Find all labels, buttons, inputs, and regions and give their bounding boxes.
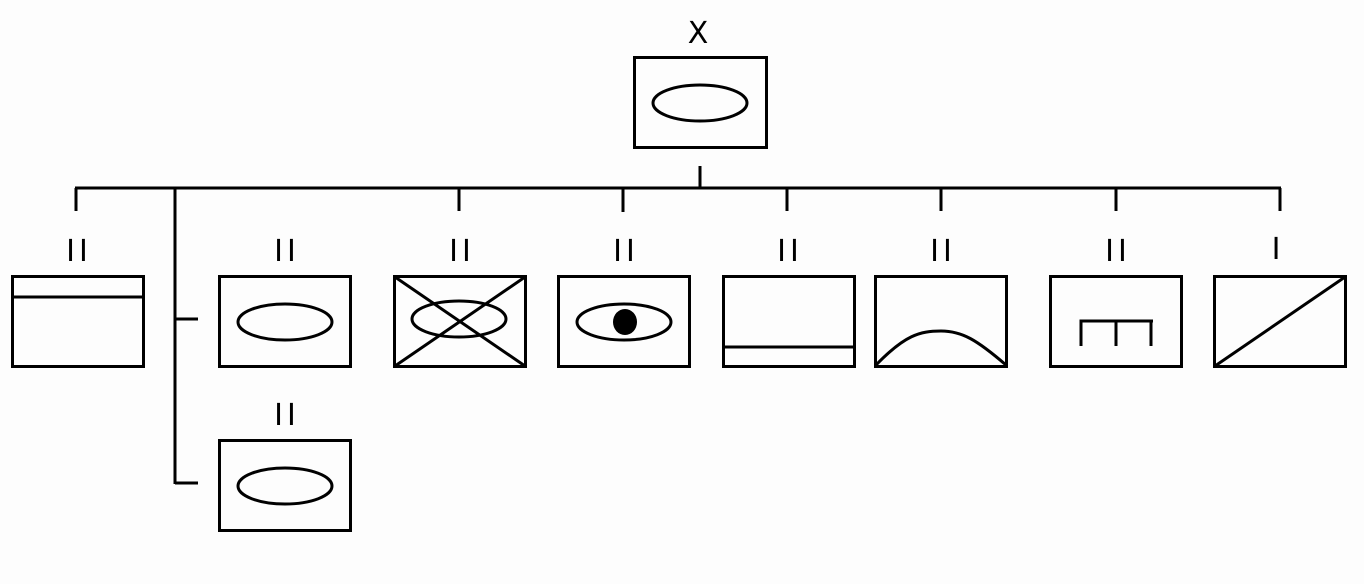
armored-surveillance-unit-symbol[interactable] <box>557 275 691 368</box>
armor-oval-icon <box>236 302 334 342</box>
echelon-label: II <box>274 398 300 433</box>
armored-infantry-x-unit-symbol[interactable] <box>393 275 527 368</box>
parent-unit-symbol[interactable] <box>633 56 768 149</box>
echelon-label: I <box>1272 232 1285 267</box>
arc-icon <box>874 329 1007 367</box>
echelon-label: II <box>1105 234 1131 269</box>
support-unit-symbol[interactable] <box>722 275 856 368</box>
headquarters-unit-symbol[interactable] <box>11 275 145 368</box>
engineer-unit-symbol[interactable] <box>1049 275 1183 368</box>
armor-oval-icon <box>651 83 749 123</box>
armored-infantry-unit-symbol[interactable] <box>218 275 352 368</box>
armor-oval-icon <box>236 466 334 506</box>
eye-icon <box>575 302 673 342</box>
arc-unit-symbol[interactable] <box>874 275 1008 368</box>
diagonal-unit-symbol[interactable] <box>1213 275 1347 368</box>
echelon-label: II <box>613 234 639 269</box>
connector-lines <box>74 166 1282 485</box>
parent-echelon-label: X <box>688 16 709 51</box>
diagonal-icon <box>1214 275 1346 368</box>
echelon-label: II <box>449 234 475 269</box>
armored-infantry-unit-symbol[interactable] <box>218 439 352 532</box>
echelon-label: II <box>66 234 92 269</box>
echelon-label: II <box>274 234 300 269</box>
armor-oval-icon <box>410 299 508 339</box>
echelon-label: II <box>930 234 956 269</box>
echelon-label: II <box>777 234 803 269</box>
engineer-icon <box>1079 319 1153 346</box>
